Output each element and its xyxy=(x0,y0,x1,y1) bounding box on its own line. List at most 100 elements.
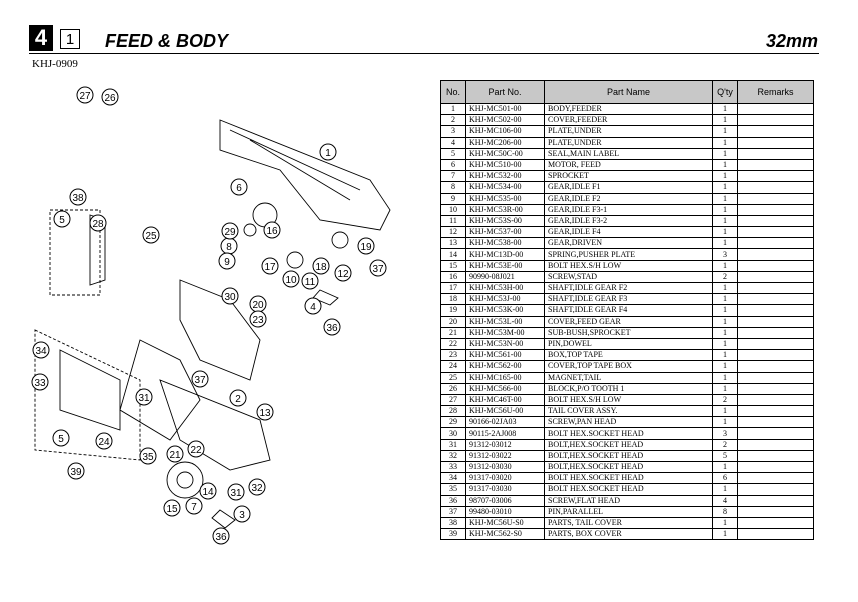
cell-part-name: GEAR,DRIVEN xyxy=(544,237,713,250)
cell-part-no: 91312-03030 xyxy=(465,460,545,474)
callout-20: 20 xyxy=(249,295,267,313)
cell-part-name: GEAR,IDLE F3-1 xyxy=(544,203,713,216)
cell-qty: 5 xyxy=(712,449,738,463)
svg-text:3: 3 xyxy=(239,510,245,521)
cell-no: 32 xyxy=(440,449,466,463)
cell-no: 3 xyxy=(440,125,466,138)
cell-part-name: BOLT,HEX.SOCKET HEAD xyxy=(544,449,713,463)
cell-part-no: 91312-03022 xyxy=(465,449,545,463)
svg-text:31: 31 xyxy=(138,393,150,404)
cell-no: 9 xyxy=(440,192,466,205)
cell-part-no: 99480-03010 xyxy=(465,505,545,518)
cell-qty: 1 xyxy=(712,416,738,429)
callout-5: 5 xyxy=(52,429,70,447)
cell-qty: 1 xyxy=(712,349,738,362)
cell-remarks xyxy=(737,125,814,138)
cell-remarks xyxy=(737,102,814,116)
svg-text:20: 20 xyxy=(252,300,264,311)
svg-text:34: 34 xyxy=(35,346,47,357)
exploded-parts-diagram: 1 2 3 4 5 5 6 7 8 9 10 11 12 13 14 15 16… xyxy=(31,86,391,545)
cell-remarks xyxy=(737,270,814,284)
cell-remarks xyxy=(737,505,814,518)
svg-text:36: 36 xyxy=(326,323,338,334)
cell-part-name: PLATE,UNDER xyxy=(544,136,713,149)
cell-part-no: KHJ-MC510-00 xyxy=(465,158,545,172)
svg-text:28: 28 xyxy=(92,219,104,230)
svg-text:7: 7 xyxy=(191,502,197,513)
callout-14: 14 xyxy=(199,482,217,500)
cell-part-name: BODY,FEEDER xyxy=(544,102,713,116)
cell-part-name: SHAFT,IDLE GEAR F2 xyxy=(544,281,713,295)
callout-33: 33 xyxy=(31,373,49,391)
cell-qty: 3 xyxy=(712,427,738,440)
cell-no: 29 xyxy=(440,416,466,429)
callout-22: 22 xyxy=(187,440,205,458)
cell-qty: 1 xyxy=(712,136,738,149)
col-header-no: No. xyxy=(440,80,466,104)
cell-qty: 1 xyxy=(712,125,738,138)
svg-text:8: 8 xyxy=(226,242,232,253)
cell-part-no: KHJ-MC501-00 xyxy=(465,102,545,116)
cell-qty: 1 xyxy=(712,158,738,172)
cell-no: 21 xyxy=(440,326,466,339)
callout-6: 6 xyxy=(230,178,248,196)
svg-text:11: 11 xyxy=(305,277,316,288)
callout-29: 29 xyxy=(221,222,239,240)
cell-qty: 1 xyxy=(712,147,738,160)
callout-4: 4 xyxy=(304,297,322,315)
cell-qty: 8 xyxy=(712,505,738,518)
callout-19: 19 xyxy=(357,237,375,255)
cell-part-no: 98707-03006 xyxy=(465,494,545,507)
cell-part-name: BOLT HEX.S/H LOW xyxy=(544,393,713,407)
cell-part-no: KHJ-MC13D-00 xyxy=(465,248,545,261)
svg-text:27: 27 xyxy=(79,91,91,102)
cell-remarks xyxy=(737,438,814,451)
sub-section-number: 1 xyxy=(60,29,80,49)
cell-qty: 4 xyxy=(712,494,738,507)
svg-text:38: 38 xyxy=(72,193,84,204)
cell-remarks xyxy=(737,136,814,149)
under-plate-part xyxy=(312,289,339,306)
cell-remarks xyxy=(737,405,814,418)
cell-qty: 6 xyxy=(712,472,738,485)
cell-remarks xyxy=(737,528,814,541)
cell-no: 11 xyxy=(440,214,466,228)
cell-no: 22 xyxy=(440,337,466,351)
cell-no: 20 xyxy=(440,315,466,328)
cell-remarks xyxy=(737,371,814,384)
cell-no: 31 xyxy=(440,438,466,451)
callout-28: 28 xyxy=(89,214,107,232)
cell-no: 39 xyxy=(440,528,466,541)
cell-remarks xyxy=(737,170,814,183)
model-code: KHJ-0909 xyxy=(32,58,78,70)
cell-part-name: BOLT HEX.SOCKET HEAD xyxy=(544,427,713,440)
callout-38: 38 xyxy=(69,188,87,206)
cell-no: 12 xyxy=(440,226,466,239)
svg-text:37: 37 xyxy=(194,375,206,386)
cell-part-no: 90166-02JA03 xyxy=(465,416,545,429)
cell-part-name: SHAFT,IDLE GEAR F4 xyxy=(544,304,713,317)
cell-no: 17 xyxy=(440,281,466,295)
callout-26: 26 xyxy=(101,88,119,106)
cell-remarks xyxy=(737,483,814,496)
cell-part-no: KHJ-MC106-00 xyxy=(465,125,545,138)
callout-16: 16 xyxy=(263,221,281,239)
cell-no: 5 xyxy=(440,147,466,160)
cell-part-name: BOLT HEX.SOCKET HEAD xyxy=(544,483,713,496)
callout-36: 36 xyxy=(212,527,230,545)
cell-no: 28 xyxy=(440,405,466,418)
callout-13: 13 xyxy=(256,403,274,421)
